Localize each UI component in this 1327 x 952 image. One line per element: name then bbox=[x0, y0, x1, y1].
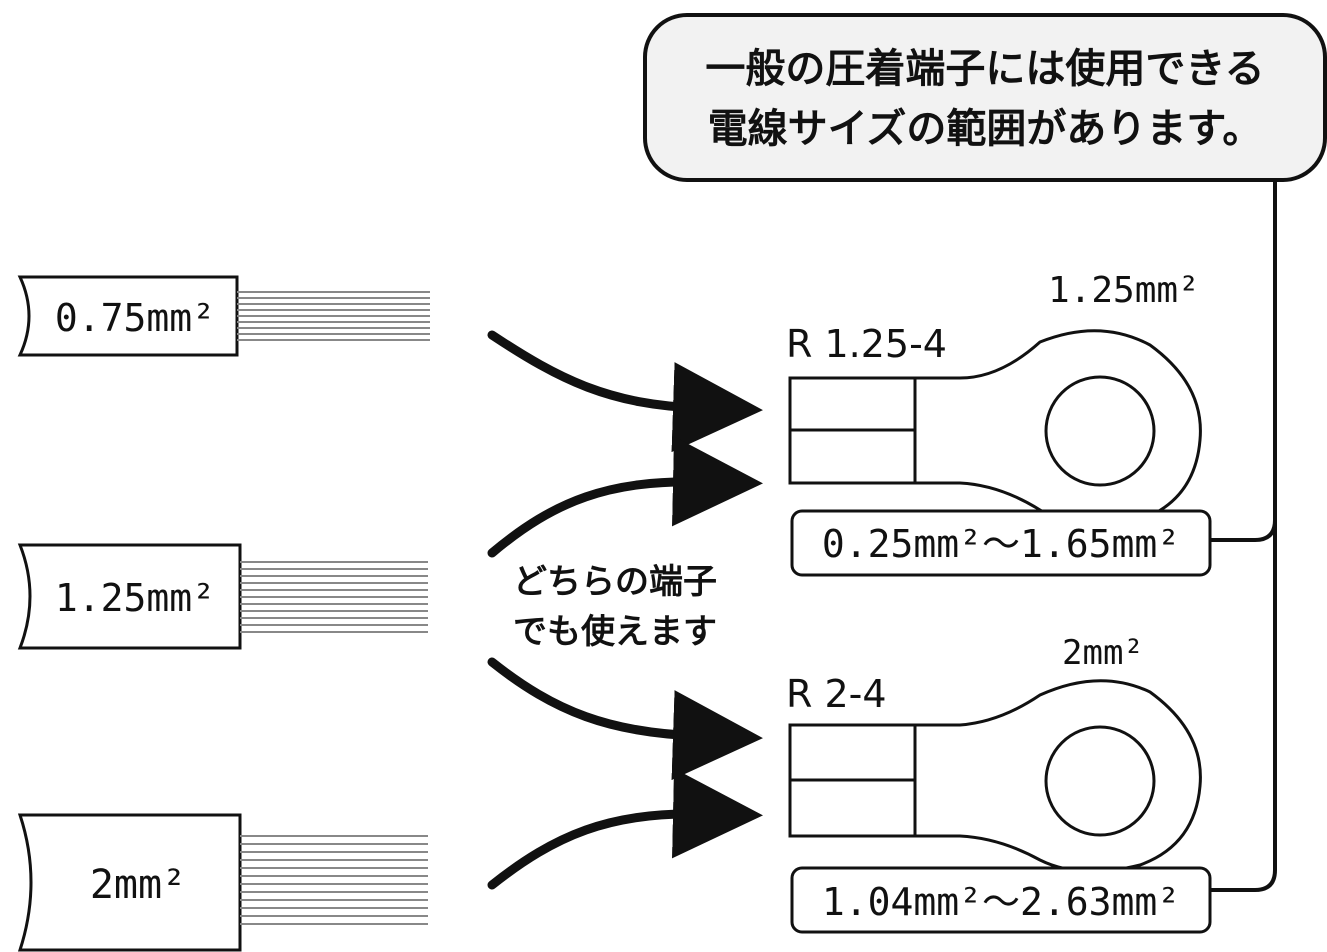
arrow-075-to-r125 bbox=[487, 330, 763, 453]
arrow-2-to-r2 bbox=[487, 768, 763, 890]
terminal-range-r125: 0.25mm²～1.65mm² bbox=[822, 522, 1180, 566]
callout-box: 一般の圧着端子には使用できる 電線サイズの範囲があります。 bbox=[643, 13, 1327, 182]
range-box-r2: 1.04mm²～2.63mm² bbox=[790, 866, 1212, 934]
terminal-model-r2: R 2-4 bbox=[786, 672, 887, 716]
wire-label-0-75: 0.75mm² bbox=[55, 296, 215, 340]
wire-label-1-25: 1.25mm² bbox=[55, 576, 215, 620]
arrow-125-to-r2 bbox=[487, 657, 763, 781]
terminal-r125: R 1.25-4 1.25mm² bbox=[786, 270, 1202, 528]
wire-label-2: 2mm² bbox=[90, 862, 186, 908]
callout-line-2: 電線サイズの範囲があります。 bbox=[708, 106, 1263, 152]
wire-1-25: 1.25mm² bbox=[17, 543, 428, 650]
callout-line-1: 一般の圧着端子には使用できる bbox=[705, 46, 1264, 92]
terminal-nominal-r2: 2mm² bbox=[1062, 633, 1144, 673]
middle-note-line-2: でも使えます bbox=[513, 612, 717, 652]
terminal-nominal-r125: 1.25mm² bbox=[1048, 270, 1200, 311]
terminal-r2: R 2-4 2mm² bbox=[786, 633, 1202, 873]
wire-0-75: 0.75mm² bbox=[17, 275, 430, 357]
middle-note-line-1: どちらの端子 bbox=[513, 562, 717, 602]
arrow-125-to-r125 bbox=[487, 436, 763, 558]
terminal-range-r2: 1.04mm²～2.63mm² bbox=[822, 880, 1180, 924]
range-box-r125: 0.25mm²～1.65mm² bbox=[790, 509, 1212, 577]
terminal-model-r125: R 1.25-4 bbox=[786, 322, 947, 366]
callout-connector bbox=[1210, 180, 1277, 892]
arrows bbox=[487, 330, 763, 890]
wire-2: 2mm² bbox=[17, 813, 428, 952]
